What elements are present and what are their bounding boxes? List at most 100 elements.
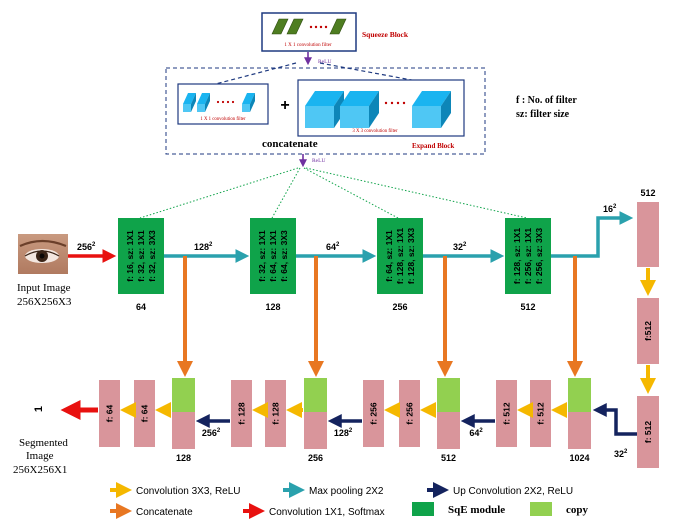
decoder-conv-3b <box>231 380 252 447</box>
concat-channels-2: 512 <box>441 453 456 463</box>
expand-3x3-filter-label: 3 X 3 convolution filter <box>352 129 398 134</box>
sqe-module-3 <box>377 218 423 294</box>
expand-connector-left <box>207 62 297 87</box>
up-size-label-1: 322 <box>614 449 628 459</box>
copy-block-2 <box>437 378 460 412</box>
decoder-conv-3a <box>265 380 286 447</box>
legend-label-max-pooling-2x2: Max pooling 2X2 <box>309 486 384 497</box>
expand-block: 1 X 1 convolution filter + 3 X 3 convolu… <box>165 62 486 155</box>
decoder-path: 1024 f: 512 f: 512 642 512 f: 256 f: 256 1282 25… <box>60 378 591 463</box>
expand-block-label: Expand Block <box>412 142 454 150</box>
plus-symbol: + <box>280 97 289 114</box>
legend-label-copy: copy <box>566 504 589 516</box>
notation-filter-size: sz: filter size <box>516 109 570 120</box>
input-label: Input Image <box>17 282 71 294</box>
decoder-conv-1b <box>496 380 517 447</box>
sqe-module-4-channels: 512 <box>520 302 535 312</box>
sqe-module-4 <box>505 218 551 294</box>
sqe-module-2-filter-3: f: 64, sz: 3X3 <box>279 230 289 282</box>
decoder-conv-1b-label: f: 512 <box>502 402 512 424</box>
squeeze-filter-icons <box>271 18 347 35</box>
up-conv-arrow-1 <box>592 403 637 436</box>
bottleneck-block-2 <box>637 298 659 364</box>
sqe-module-2-filter-1: f: 32, sz: 1X1 <box>257 230 267 282</box>
sqe-module-1-filter-1: f: 16, sz: 1X1 <box>125 230 135 282</box>
expand-relu-label: ReLU <box>312 158 325 164</box>
legend-label-sqe-module: SqE module <box>448 504 505 516</box>
input-size-label: 2562 <box>77 242 96 252</box>
bottleneck-block-2-label: f:512 <box>643 321 653 341</box>
sqe-module-1-channels: 64 <box>136 302 146 312</box>
decoder-conv-2b <box>363 380 384 447</box>
squeeze-relu-label: ReLU <box>318 59 331 65</box>
decoder-conv-4b <box>99 380 120 447</box>
decoder-conv-3b-label: f: 128 <box>237 402 247 424</box>
decoder-conv-1a-label: f: 512 <box>536 402 546 424</box>
sqe-module-3-filter-2: f: 128, sz: 1X1 <box>395 228 405 284</box>
expand-3x3-filter-icons <box>305 91 451 128</box>
output-class-count: 1 <box>33 406 45 412</box>
decoder-conv-2a-label: f: 256 <box>405 402 415 424</box>
decoder-conv-4b-label: f: 64 <box>105 404 115 422</box>
expand-1x1-filter-label: 1 X 1 convolution filter <box>200 117 246 122</box>
upsampled-block-4 <box>172 412 195 449</box>
expand-connector-right <box>319 62 434 85</box>
up-size-label-3: 1282 <box>334 428 353 438</box>
upsampled-block-2 <box>437 412 460 449</box>
sqe-module-4-filter-1: f: 128, sz: 1X1 <box>512 228 522 284</box>
expand-block-frame <box>165 67 486 155</box>
input-image <box>18 234 68 274</box>
pool-size-label-4: 162 <box>603 204 617 214</box>
concat-channels-4: 128 <box>176 453 191 463</box>
decoder-conv-2a <box>399 380 420 447</box>
legend-swatch-sqe-module <box>412 502 434 516</box>
pool-size-label-1: 1282 <box>194 242 213 252</box>
output-dimensions: 256X256X1 <box>13 464 67 476</box>
up-size-label-4: 2562 <box>202 428 221 438</box>
legend-label-up-convolution-2x2-relu: Up Convolution 2X2, ReLU <box>453 486 573 497</box>
legend-label-convolution-3x3-relu: Convolution 3X3, ReLU <box>136 486 241 497</box>
decoder-conv-4a-label: f: 64 <box>140 404 150 422</box>
decoder-conv-1a <box>530 380 551 447</box>
output-label-line1: Segmented <box>19 437 68 449</box>
decoder-conv-4a <box>134 380 155 447</box>
squeeze-block-label: Squeeze Block <box>362 30 409 39</box>
decoder-conv-3a-label: f: 128 <box>271 402 281 424</box>
sqe-module-3-channels: 256 <box>392 302 407 312</box>
copy-block-4 <box>172 378 195 412</box>
copy-block-3 <box>304 378 327 412</box>
sqe-module-1 <box>118 218 164 294</box>
pool-size-label-2: 642 <box>326 242 340 252</box>
legend-swatch-copy <box>530 502 552 516</box>
skip-connections <box>177 256 583 377</box>
legend: Convolution 3X3, ReLU Max pooling 2X2 Up C… <box>110 482 589 519</box>
sqe-module-2 <box>250 218 296 294</box>
copy-block-1 <box>568 378 591 412</box>
decoder-conv-2b-label: f: 256 <box>369 402 379 424</box>
legend-label-convolution-1x1-softmax: Convolution 1X1, Softmax <box>269 507 385 518</box>
sqe-module-1-filter-2: f: 32, sz: 1X1 <box>136 230 146 282</box>
concat-channels-1: 1024 <box>569 453 589 463</box>
upsampled-block-1 <box>568 412 591 449</box>
bottleneck-block-3-label: f: 512 <box>643 421 653 443</box>
sqe-module-2-filter-2: f: 64, sz: 1X1 <box>268 230 278 282</box>
concatenate-label: concatenate <box>262 138 318 150</box>
sqe-detail-connectors <box>139 167 528 219</box>
sqe-module-4-filter-3: f: 256, sz: 3X3 <box>534 228 544 284</box>
expand-1x1-filter-icons <box>183 93 255 112</box>
pool-size-label-3: 322 <box>453 242 467 252</box>
up-size-label-2: 642 <box>469 428 483 438</box>
output-label-line2: Image <box>26 450 54 462</box>
legend-label-concatenate: Concatenate <box>136 507 193 518</box>
sqe-module-2-channels: 128 <box>265 302 280 312</box>
sqe-module-3-filter-1: f: 64, sz: 1X1 <box>384 230 394 282</box>
sqe-module-1-filter-3: f: 32, sz: 3X3 <box>147 230 157 282</box>
sqe-module-4-filter-2: f: 256, sz: 1X1 <box>523 228 533 284</box>
sqe-module-3-filter-3: f: 128, sz: 3X3 <box>406 228 416 284</box>
concat-channels-3: 256 <box>308 453 323 463</box>
max-pool-arrow-4 <box>551 211 634 258</box>
bottleneck-block-1 <box>637 202 659 267</box>
